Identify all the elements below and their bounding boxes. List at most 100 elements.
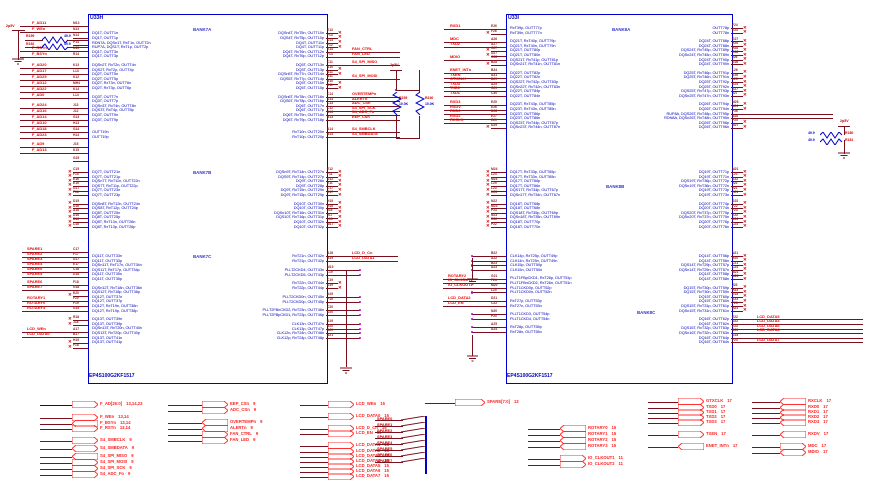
port-label[interactable]: LCD_DATA315: [356, 453, 389, 458]
offpage-port-f_rstn[interactable]: [72, 425, 98, 432]
offpage-port-f_bsyn[interactable]: [72, 420, 98, 427]
offpage-port-lcd_data2[interactable]: [328, 448, 354, 455]
offpage-port-rxdv[interactable]: [780, 431, 806, 438]
offpage-port-spare-bus[interactable]: [455, 399, 485, 406]
offpage-port-txd0[interactable]: [678, 404, 704, 411]
offpage-port-rotary2[interactable]: [560, 437, 586, 444]
offpage-port-rxclk[interactable]: [780, 398, 806, 405]
offpage-port-io_clkout2[interactable]: [560, 461, 586, 468]
offpage-port-rotary0[interactable]: [560, 425, 586, 432]
pin-number: F26: [491, 28, 497, 33]
offpage-port-rxd3[interactable]: [780, 419, 806, 426]
offpage-port-enet_intn[interactable]: [678, 443, 704, 450]
offpage-port-lcd_data4[interactable]: [328, 458, 354, 465]
offpage-port-lcd_data1[interactable]: [328, 442, 354, 449]
pin-name: DQ2T, RxT3p, OUTT6p: [92, 85, 132, 90]
offpage-port-rxd0[interactable]: [780, 404, 806, 411]
offpage-port-s4_smbclk[interactable]: [72, 437, 98, 444]
offpage-port-txd3[interactable]: [678, 419, 704, 426]
offpage-port-txen[interactable]: [678, 431, 704, 438]
offpage-port-lcd_data3[interactable]: [328, 453, 354, 460]
offpage-port-lcd_d_cn[interactable]: [328, 425, 354, 432]
offpage-port-lcd_data6[interactable]: [328, 468, 354, 475]
offpage-port-fan_led[interactable]: [202, 437, 228, 444]
offpage-port-txd2[interactable]: [678, 414, 704, 421]
offpage-port-rotary1[interactable]: [560, 431, 586, 438]
offpage-port-s4_spi_sck[interactable]: [72, 465, 98, 472]
offpage-port-f_ad[26:0][interactable]: [72, 401, 98, 408]
offpage-port-io_clkout1[interactable]: [560, 455, 586, 462]
offpage-port-lcd_data0[interactable]: [328, 413, 354, 420]
pin-stub: [731, 176, 743, 178]
offpage-port-s4_spi_miso[interactable]: [72, 453, 98, 460]
port-label[interactable]: F_AD[26:0]13,14,23: [100, 401, 142, 406]
offpage-port-fan_ctrl[interactable]: [202, 431, 228, 438]
offpage-port-rxd1[interactable]: [780, 409, 806, 416]
offpage-port-lcd_wen[interactable]: [328, 401, 354, 408]
offpage-port-lcd_en[interactable]: [328, 430, 354, 437]
offpage-port-adc_csn[interactable]: [202, 407, 228, 414]
offpage-port-eep_csn[interactable]: [202, 401, 228, 408]
offpage-port-lcd_data5[interactable]: [328, 463, 354, 470]
offpage-port-txd1[interactable]: [678, 409, 704, 416]
offpage-port-s4_smbdata[interactable]: [72, 445, 98, 452]
offpage-port-s4_adc_fo[interactable]: [72, 471, 98, 478]
offpage-port-lcd_data7[interactable]: [328, 473, 354, 480]
offpage-port-gtxclk[interactable]: [678, 398, 704, 405]
offpage-port-overtempn[interactable]: [202, 419, 228, 426]
offpage-port-alertn[interactable]: [202, 425, 228, 432]
offpage-port-rxd2[interactable]: [780, 414, 806, 421]
offpage-port-f_wen[interactable]: [72, 414, 98, 421]
offpage-port-mdc[interactable]: [780, 443, 806, 450]
pin-name: DQ9T, RxT15n, OUTT29n: [280, 187, 324, 193]
offpage-port-mdio[interactable]: [780, 449, 806, 456]
offpage-port-s4_spi_mosi[interactable]: [72, 459, 98, 466]
offpage-port-rotary3[interactable]: [560, 443, 586, 450]
pin-name: DQ5T, OUTT15n: [295, 80, 324, 86]
pin-stub: [73, 92, 88, 93]
